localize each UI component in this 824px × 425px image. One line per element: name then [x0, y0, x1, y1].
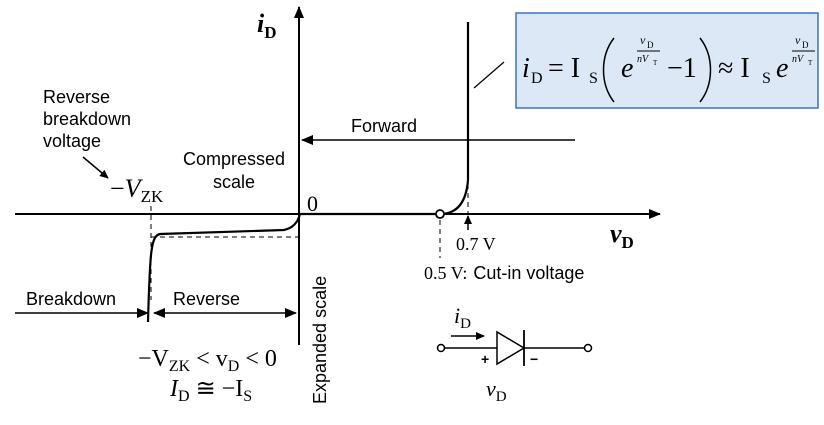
reverse-range-condition: −VZK < vD < 0 [138, 346, 277, 375]
svg-text:T: T [808, 59, 813, 67]
reverse-breakdown-label: Reverse breakdown voltage [43, 87, 131, 151]
svg-text:scale: scale [213, 172, 255, 192]
diode-current-label: iD [454, 303, 471, 332]
svg-text:D: D [802, 40, 809, 50]
equation-box [515, 12, 819, 109]
origin-label: 0 [307, 191, 318, 216]
diode-minus-label: − [530, 351, 538, 367]
reverse-label: Reverse [173, 289, 240, 309]
v07-label: 0.7 V [456, 234, 496, 254]
svg-text:= I: = I [548, 53, 580, 84]
svg-text:i: i [522, 53, 530, 84]
svg-text:nV: nV [637, 54, 650, 65]
left-paren [602, 37, 615, 103]
diode-plus-label: + [481, 351, 489, 367]
breakdown-label: Breakdown [26, 289, 116, 309]
iv-curve [146, 22, 470, 323]
svg-text:−1: −1 [667, 53, 697, 84]
y-axis-label: iD [257, 9, 277, 42]
svg-text:e: e [621, 53, 633, 84]
forward-label: Forward [351, 116, 417, 136]
svg-text:S: S [589, 70, 598, 87]
breakdown-pointer [82, 156, 109, 179]
x-axis-label: vD [610, 219, 634, 252]
svg-text:v: v [640, 33, 646, 47]
svg-text:T: T [653, 59, 658, 67]
svg-text:breakdown: breakdown [43, 109, 131, 129]
expanded-scale-label: Expanded scale [310, 276, 330, 404]
svg-text:v: v [795, 33, 801, 47]
equation-pointer [473, 61, 505, 89]
vzk-label: −VZK [110, 174, 164, 206]
diode-voltage-label: vD [486, 376, 507, 405]
svg-text:D: D [647, 40, 654, 50]
compressed-scale-label: Compressed scale [183, 149, 285, 192]
svg-text:nV: nV [792, 54, 805, 65]
cutin-point-marker [435, 209, 445, 219]
svg-text:Compressed: Compressed [183, 149, 285, 169]
diode-symbol [436, 330, 593, 366]
svg-text:S: S [762, 70, 771, 87]
svg-text:e: e [776, 53, 788, 84]
svg-text:voltage: voltage [43, 131, 101, 151]
diode-equation: i D = I S e v D nV T −1 ≈ I S e v D nV T [522, 33, 815, 103]
right-paren [699, 37, 712, 103]
cutin-label: 0.5 V:Cut-in voltage [424, 263, 584, 283]
svg-text:D: D [531, 70, 543, 87]
svg-text:≈ I: ≈ I [718, 53, 750, 84]
reverse-current-approx: ID ≅ −IS [169, 376, 252, 405]
svg-text:Reverse: Reverse [43, 87, 110, 107]
